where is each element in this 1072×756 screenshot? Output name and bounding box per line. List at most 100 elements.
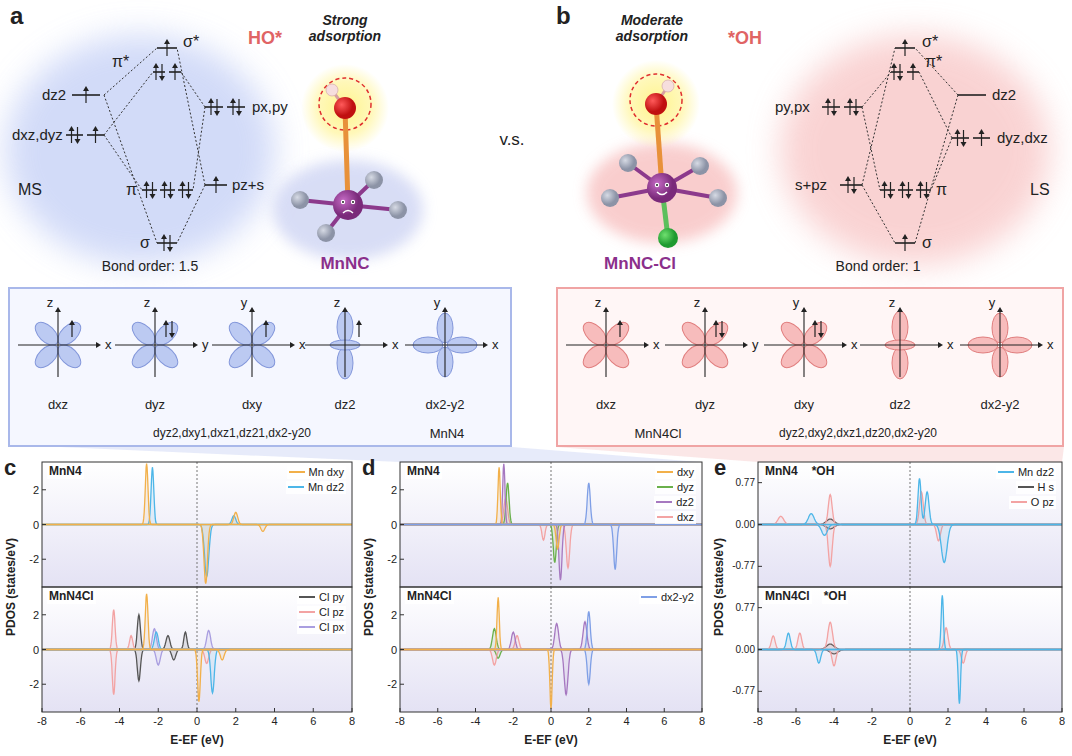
electron-arrow: [210, 101, 211, 115]
tick: [400, 524, 404, 525]
tick: [758, 607, 762, 608]
correlation-line: [104, 72, 153, 135]
correlation-line: [193, 107, 205, 190]
electron-arrow: [238, 99, 239, 113]
arrow-head: [193, 342, 198, 348]
orbital-panel: dyz2,dxy1,dxz1,dz21,dx2-y20MnN4: [8, 287, 512, 447]
axis: [764, 344, 842, 345]
tick-label: -4: [115, 715, 125, 728]
electron-arrow: [146, 184, 147, 198]
orbital-caption: dyz: [145, 398, 165, 413]
plot-frame: [758, 462, 1062, 587]
electron-arrow: [163, 237, 164, 251]
axis-label: x: [851, 338, 858, 353]
tick: [986, 708, 987, 712]
legend-text: dxz: [677, 511, 694, 524]
axis-title: PDOS (states/eV): [363, 538, 377, 636]
axis-label: x: [105, 338, 112, 353]
electron-arrow: [820, 321, 821, 335]
plot-frame: [400, 587, 702, 712]
tick: [758, 482, 762, 483]
electron-arrow: [152, 182, 153, 196]
tick: [437, 708, 438, 712]
pupil: [342, 201, 344, 203]
arrow-head: [93, 126, 99, 131]
electron-arrow: [902, 184, 903, 198]
legend-entry: dx2-y2: [639, 591, 696, 604]
energy-level: [891, 71, 903, 73]
axis: [212, 344, 290, 345]
arrow-head: [918, 181, 924, 186]
electron-arrow: [855, 99, 856, 113]
plot-panel: MnN4dxydyzdz2dxz: [400, 462, 702, 587]
energy-level: [227, 106, 245, 108]
legend-swatch: [299, 596, 315, 598]
plot-title: MnN4Cl: [405, 590, 454, 604]
label: σ*: [183, 33, 199, 51]
tick-label: 4: [623, 715, 629, 728]
arrow-head: [719, 333, 725, 338]
pdos-curve: [758, 525, 1062, 563]
arrow-head: [938, 342, 943, 348]
arrow-head: [163, 320, 169, 325]
n-atom: [317, 224, 335, 242]
structure-name: MnN4Cl: [635, 427, 682, 442]
plot-ground: [42, 587, 352, 712]
pupil: [352, 201, 354, 203]
arrow-head: [208, 98, 214, 103]
arrow-head: [162, 181, 168, 186]
tick-label: 8: [699, 715, 705, 728]
energy-level: [880, 189, 895, 191]
axis-title: E-EF (eV): [883, 734, 936, 748]
electron-arrow: [188, 182, 189, 196]
pdos-curve: [42, 464, 352, 525]
energy-level: [840, 184, 862, 186]
electron-arrow: [904, 42, 905, 56]
correlation-line: [104, 48, 157, 95]
label: Strong adsorption: [300, 12, 390, 44]
n-atom: [691, 157, 709, 175]
label: π: [936, 181, 947, 199]
label: LS: [1030, 181, 1050, 199]
arrow-head: [801, 307, 807, 312]
electron-arrow: [920, 184, 921, 198]
electron-arrow: [216, 99, 217, 113]
arrow-head: [383, 342, 388, 348]
energy-level: [157, 242, 177, 244]
arrow-head: [150, 194, 156, 199]
arrow-head: [891, 63, 897, 68]
electron-arrow: [899, 64, 900, 78]
orbital-caption: dxy: [242, 398, 262, 413]
legend-swatch: [1018, 486, 1034, 488]
panel-letter: e: [714, 455, 726, 480]
label: dxz,dyz: [12, 126, 63, 143]
n-atom: [389, 201, 407, 219]
tick: [551, 708, 552, 712]
axis-label: z: [889, 296, 896, 311]
electron-arrow: [182, 184, 183, 198]
pdos-curve: [42, 632, 352, 649]
pdos-curve: [758, 622, 1062, 649]
electron-arrow: [85, 89, 86, 103]
arrow-head: [69, 320, 75, 325]
electron-arrow: [171, 321, 172, 335]
electron-arrow: [265, 323, 266, 337]
axis-label: z: [47, 296, 54, 311]
arrow-head: [483, 342, 488, 348]
plot-title: *OH: [810, 465, 837, 479]
correlation-line: [181, 72, 205, 107]
arrow-head: [75, 139, 81, 144]
energy-level: [958, 94, 986, 96]
arrow-head: [159, 76, 165, 81]
tick: [796, 708, 797, 712]
arrow-head: [979, 129, 985, 134]
pupil: [666, 184, 668, 186]
eye: [665, 183, 669, 187]
legend-swatch: [299, 626, 315, 628]
electron-arrow: [912, 66, 913, 80]
tick-label: 2: [945, 715, 951, 728]
axis-label: y: [752, 338, 759, 353]
pdos-curve: [400, 525, 702, 570]
tick-label: -2: [29, 678, 39, 691]
